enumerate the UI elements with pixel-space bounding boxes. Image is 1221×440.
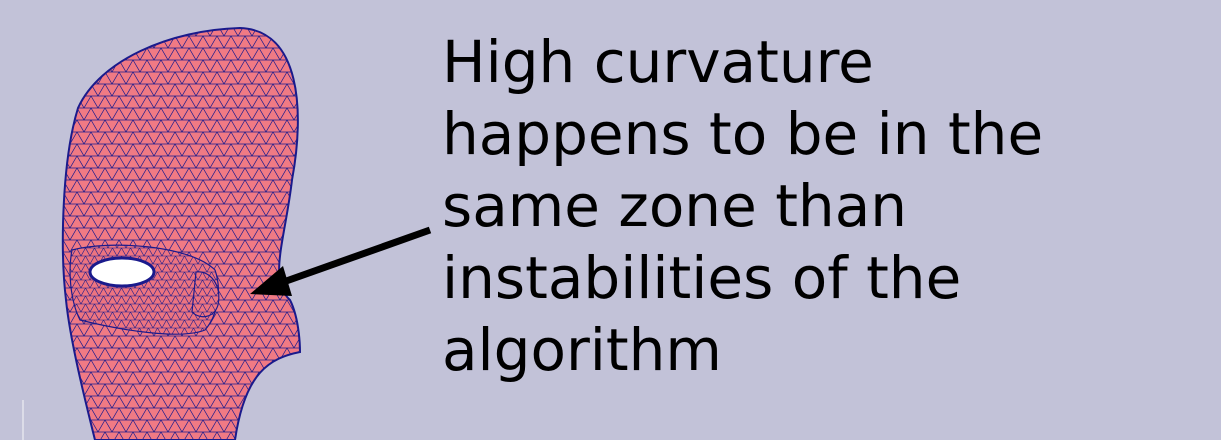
caption-line-4: instabilities of the <box>442 244 962 312</box>
caption-line-3: same zone than <box>442 172 907 240</box>
caption-line-5: algorithm <box>442 316 722 384</box>
caption-line-1: High curvature <box>442 28 874 96</box>
triangulated-mesh-image <box>61 26 302 440</box>
mesh-hole <box>88 256 156 288</box>
mesh-surface <box>61 26 302 440</box>
mesh-bulge <box>191 271 220 318</box>
caption-line-2: happens to be in the <box>442 100 1044 168</box>
caption-text: High curvature happens to be in the same… <box>442 26 1212 386</box>
slide-edge-marker <box>22 400 24 440</box>
